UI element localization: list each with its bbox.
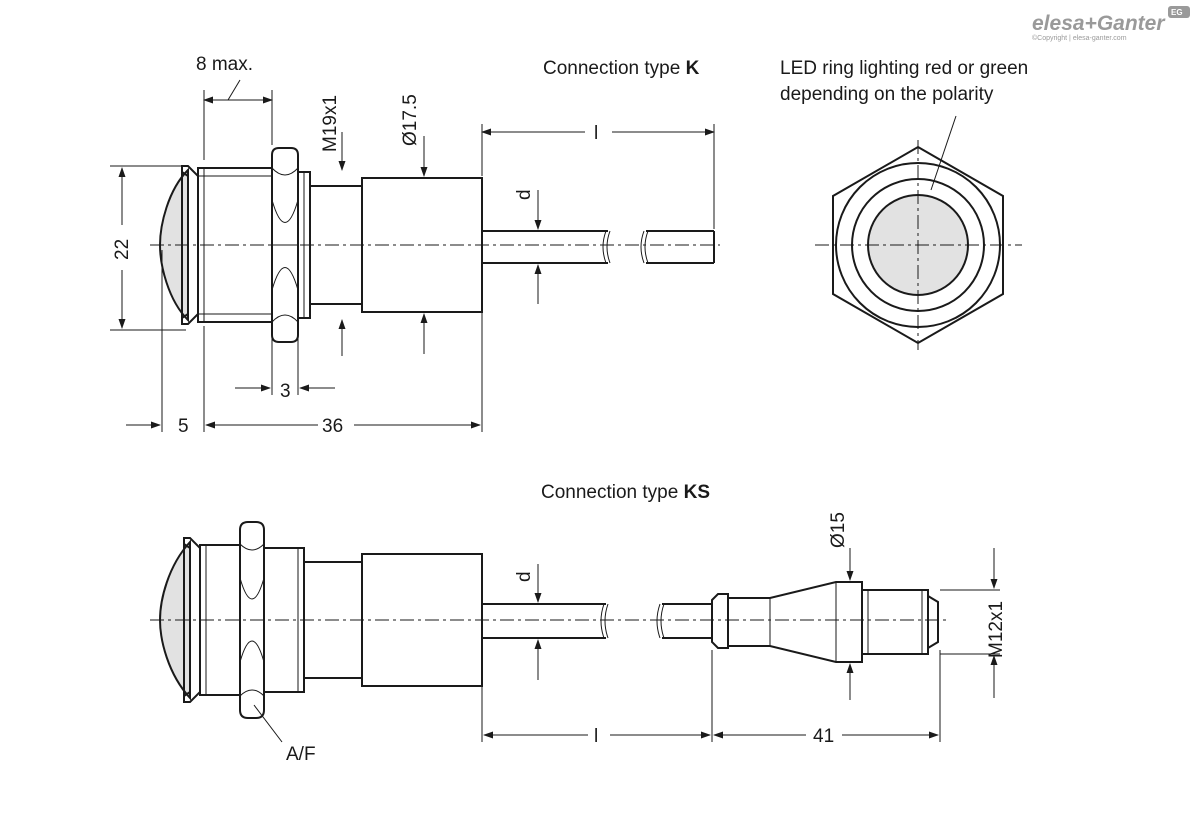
dim-cable-length-ks: l — [594, 726, 598, 747]
caption-led-line1: LED ring lighting red or green — [780, 58, 1028, 79]
side-view-type-ks — [150, 521, 950, 719]
hex-nut-ks — [239, 521, 265, 719]
dim-max-overhang: 8 max. — [196, 54, 253, 75]
dimensions-type-k: 8 max. M19x1 Ø17.5 l d 22 3 — [110, 54, 715, 437]
hex-nut — [271, 147, 299, 343]
dim-dome-height: 5 — [178, 416, 189, 437]
dim-nut-thickness: 3 — [280, 381, 291, 402]
dim-cable-diameter-ks: d — [514, 571, 535, 582]
dim-cable-diameter: d — [514, 189, 535, 200]
connector-collar — [711, 593, 729, 649]
front-view — [815, 115, 1022, 350]
label-af: A/F — [286, 744, 316, 765]
dim-body-diameter: Ø17.5 — [400, 94, 421, 146]
af-leader — [253, 704, 283, 743]
dim-connector-length: 41 — [813, 726, 834, 747]
bezel — [181, 165, 199, 325]
brand-logo: elesa+Ganter ©Copyright | elesa-ganter.c… — [1032, 6, 1190, 42]
side-view-type-k — [150, 147, 720, 343]
brand-badge: EG — [1171, 8, 1183, 17]
dim-body-length: 36 — [322, 416, 343, 437]
brand-copyright: ©Copyright | elesa-ganter.com — [1032, 34, 1127, 42]
brand-name: elesa+Ganter — [1032, 12, 1166, 35]
dim-thread: M19x1 — [320, 95, 341, 152]
caption-led-line2: depending on the polarity — [780, 84, 994, 105]
dim-connector-thread: M12x1 — [986, 601, 1007, 658]
connector-thread — [861, 589, 929, 655]
brand-badge-icon — [1168, 6, 1190, 18]
dimensions-type-ks: d Ø15 M12x1 A/F l 41 — [253, 512, 1007, 765]
led-leader — [930, 115, 957, 191]
dim-cable-length: l — [594, 123, 598, 144]
caption-type-ks: Connection type KS — [541, 482, 710, 503]
bezel-ks — [183, 537, 201, 703]
connector-body — [727, 581, 863, 663]
caption-type-k: Connection type K — [543, 58, 700, 79]
dim-connector-diameter: Ø15 — [828, 512, 849, 548]
dim-head-diameter: 22 — [112, 239, 133, 260]
